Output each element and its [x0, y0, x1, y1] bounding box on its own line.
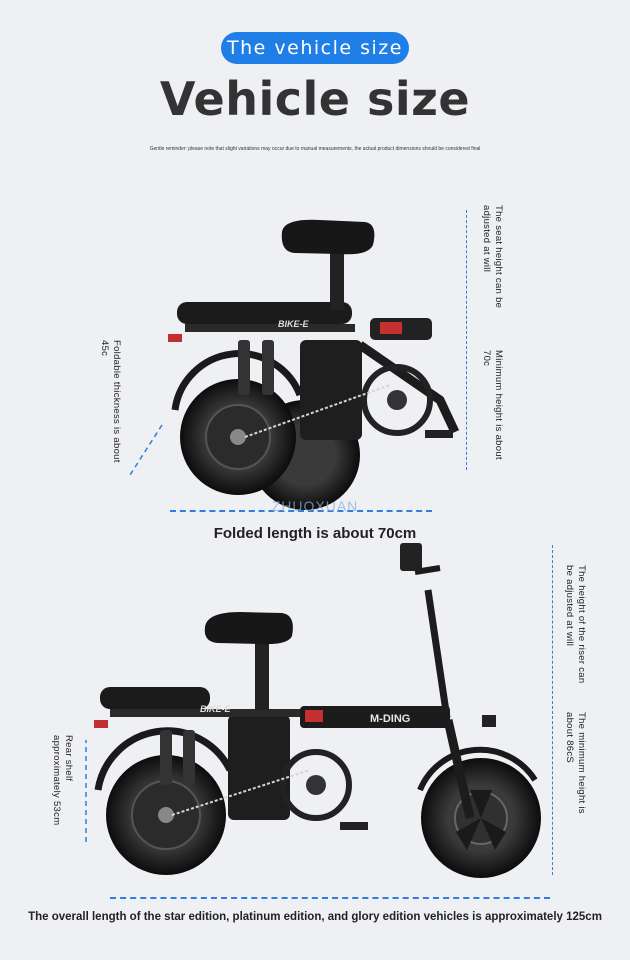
unfolded-min-height: The minimum height is about 86cS [564, 712, 587, 814]
folded-brand-text: BIKE-E [278, 319, 309, 329]
unfolded-brand-text: BIKE-E [200, 704, 231, 714]
folded-min-height: Minimum height is about 70c [481, 350, 504, 460]
folded-bike: BIKE-E [168, 219, 460, 510]
unfolded-bike: BIKE-E M-DING [94, 543, 541, 878]
folded-seat-note: The seat height can be adjusted at will [481, 205, 504, 309]
rear-shelf-label: Rear shelf approximately 53cm [51, 735, 74, 826]
unfolded-riser-note: The height of the riser can be adjusted … [564, 565, 587, 684]
gentle-reminder: Gentle reminder: please note that slight… [149, 146, 481, 152]
folded-thickness: Foldable thickness is about 45c [99, 340, 122, 463]
section-pill: The vehicle size [221, 32, 409, 64]
folded-height-line [466, 210, 467, 470]
overall-length-label: The overall length of the star edition, … [28, 911, 602, 923]
watermark-text: ZHUOXUAN [271, 498, 359, 514]
frame-logo: M-DING [370, 713, 410, 725]
unfolded-height-line [552, 545, 553, 875]
page-title: Vehicle size [159, 72, 471, 126]
folded-length-line [170, 510, 432, 512]
folded-length-label: Folded length is about 70cm [213, 525, 417, 542]
overall-length-line [110, 897, 550, 899]
